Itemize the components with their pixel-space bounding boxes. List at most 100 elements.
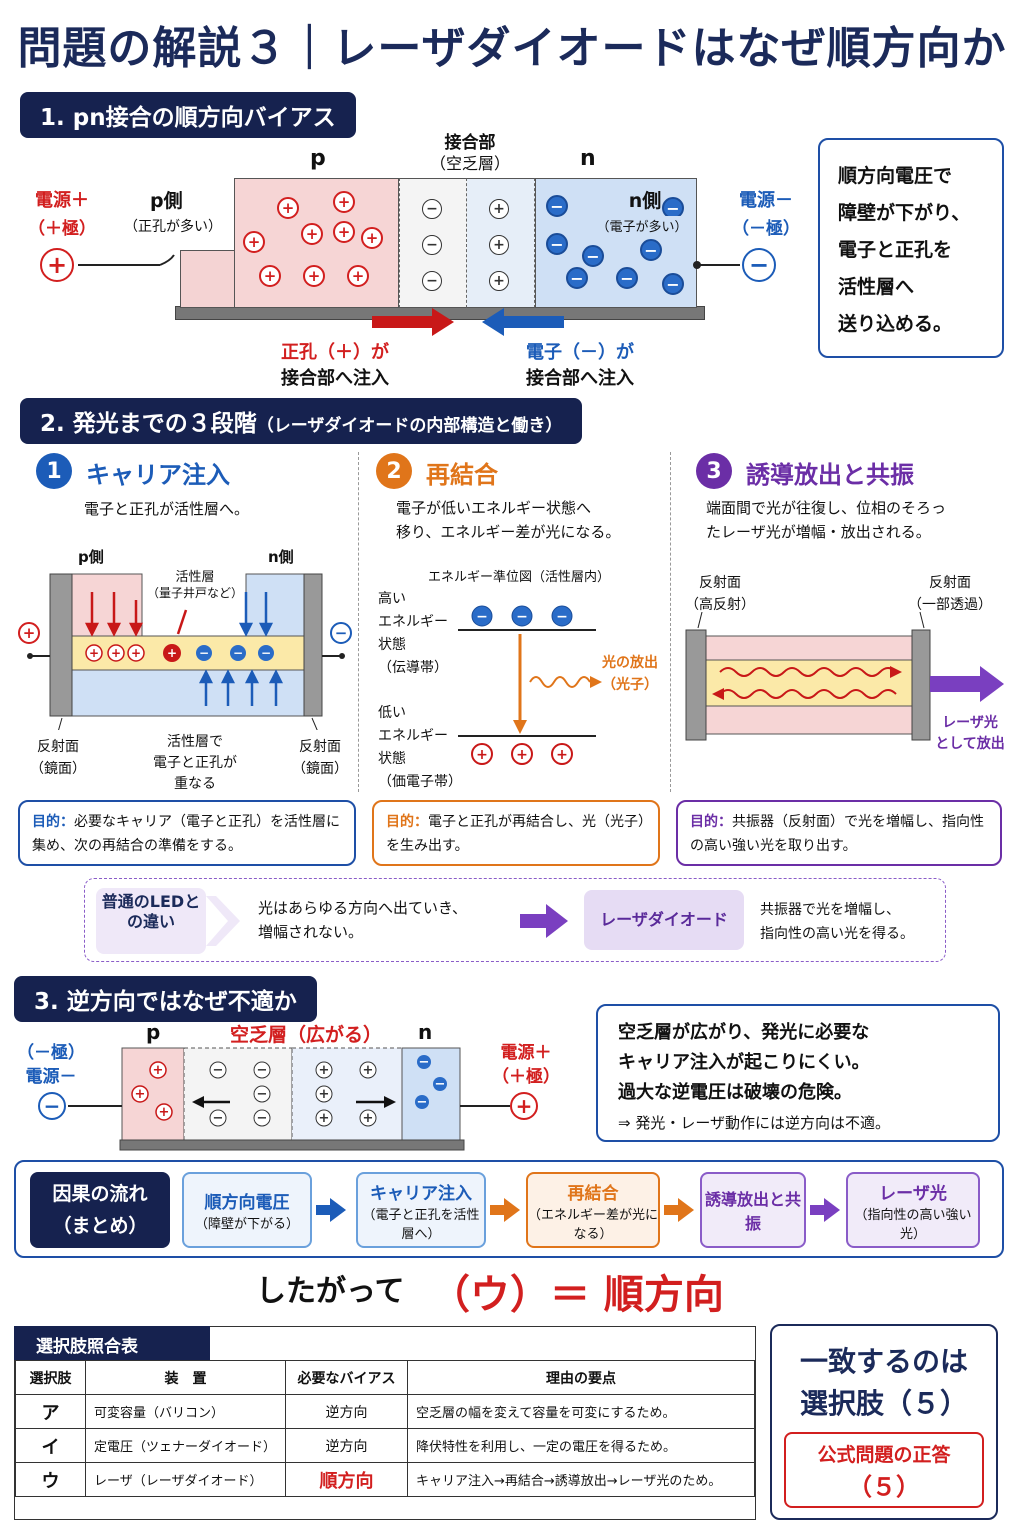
svg-text:−: −: [516, 609, 528, 625]
s3sec-src-plus2: （＋極）: [492, 1067, 560, 1087]
svg-text:+: +: [556, 747, 568, 763]
src-minus: 電源－: [739, 190, 793, 211]
s3-mirror-r: 反射面: [929, 575, 971, 591]
s1-overlap: 活性層で電子と正孔が重なる: [153, 734, 237, 792]
led-compare-box: [84, 878, 946, 962]
flow-step-3: 再結合（エネルギー差が光になる）: [526, 1172, 660, 1248]
svg-text:+: +: [319, 1063, 330, 1078]
conclusion-pre: したがって: [256, 1274, 405, 1309]
svg-text:−: −: [213, 1111, 224, 1126]
stage1-title: キャリア注入: [86, 461, 230, 489]
s1-p-side: p側: [78, 548, 104, 566]
official-answer: 公式問題の正答 （５）: [784, 1432, 984, 1508]
svg-text:+: +: [135, 1087, 146, 1102]
svg-text:+: +: [319, 1111, 330, 1126]
svg-text:−: −: [556, 609, 568, 625]
s3sec-p: p: [146, 1020, 161, 1044]
s3-out: レーザ光: [942, 715, 998, 731]
arrow-right-icon: [810, 1198, 840, 1222]
stage1-number: 1: [36, 453, 72, 489]
s1-mirror-l: 反射面: [37, 739, 79, 755]
s2-emit-sub: （光子）: [602, 677, 658, 693]
section2-header: 2. 発光までの３段階（レーザダイオードの内部構造と働き）: [20, 398, 583, 444]
svg-text:−: −: [257, 1087, 268, 1102]
s3-out-sub: として放出: [935, 736, 1005, 752]
svg-text:+: +: [153, 1063, 164, 1078]
svg-text:+: +: [159, 1105, 170, 1120]
arrow-right-icon: [316, 1198, 346, 1222]
arrow-right-icon: [520, 904, 568, 938]
ld-text: 共振器で光を増幅し、指向性の高い光を得る。: [760, 902, 914, 942]
elec-inject-1: 電子（－）が: [526, 342, 634, 363]
svg-text:−: −: [213, 1063, 224, 1078]
p-contact: [180, 250, 236, 308]
flow-step-2: キャリア注入（電子と正孔を活性層へ）: [356, 1172, 486, 1248]
depletion-plus: + + +: [467, 178, 535, 308]
stage1-desc: 電子と正孔が活性層へ。: [84, 500, 250, 518]
src-plus-sub: （＋極）: [28, 219, 96, 239]
reverse-bias-diagram: + + + − − − − − + + + + + − − −: [68, 1047, 510, 1151]
s2-goal: 目的：電子と正孔が再結合し、光（光子）を生み出す。: [372, 800, 660, 866]
s3-goal: 目的：共振器（反射面）で光を増幅し、指向性の高い強い光を取り出す。: [676, 800, 1002, 866]
table-row: イ 定電圧（ツェナーダイオード） 逆方向 降伏特性を利用し、一定の電圧を得るため…: [15, 1428, 755, 1463]
s3-mirror-r-sub: （一部透過）: [908, 597, 992, 613]
page-title: 問題の解説３｜レーザダイオードはなぜ順方向か: [17, 23, 1007, 74]
svg-text:−: −: [476, 609, 488, 625]
flow-step-1: 順方向電圧（障壁が下がる）: [182, 1172, 312, 1248]
section1-header: 1. pn接合の順方向バイアス: [20, 92, 356, 138]
s1-mirror-r-sub: （鏡面）: [292, 761, 348, 777]
answer-line1: 一致するのは: [799, 1345, 968, 1378]
arrow-right-icon: [490, 1198, 520, 1222]
s3-mirror-l: 反射面: [699, 575, 741, 591]
minus-terminal-icon: −: [742, 248, 776, 282]
table-title: 選択肢照合表: [14, 1326, 210, 1360]
s1-mirror-l-sub: （鏡面）: [30, 761, 86, 777]
p-label: p: [310, 146, 326, 171]
n-label: n: [580, 146, 596, 171]
divider-1: [358, 452, 359, 792]
svg-text:−: −: [261, 646, 271, 660]
depletion-minus: − − −: [399, 178, 467, 308]
sec3-note: 空乏層が広がり、発光に必要なキャリア注入が起こりにくい。過大な逆電圧は破壊の危険…: [596, 1004, 1000, 1142]
s2-emit: 光の放出: [602, 655, 658, 671]
flow-step-4: 誘導放出と共振: [700, 1172, 806, 1248]
sec1-note: 順方向電圧で障壁が下がり、電子と正孔を活性層へ送り込める。: [818, 138, 1004, 358]
th-device: 装 置: [85, 1360, 286, 1395]
s3sec-plus-icon: +: [510, 1092, 538, 1120]
s1-n-side: n側: [268, 548, 294, 566]
s1-plus-icon: +: [18, 622, 40, 644]
src-minus-sub: （－極）: [732, 219, 800, 239]
s3sec-src-minus2: 電源－: [25, 1067, 77, 1087]
flow-label: 因果の流れ（まとめ）: [30, 1172, 170, 1248]
s3sec-depl: 空乏層（広がる）: [230, 1024, 383, 1046]
s2-diagram-title: エネルギー準位図（活性層内）: [428, 570, 611, 585]
svg-text:+: +: [167, 646, 177, 660]
svg-text:−: −: [435, 1077, 446, 1092]
s3sec-src-minus: （－極）: [17, 1043, 85, 1063]
s3sec-src-plus: 電源＋: [500, 1043, 552, 1063]
s3-mirror-l-sub: （高反射）: [685, 597, 755, 613]
svg-text:−: −: [257, 1063, 268, 1078]
flow-box: [14, 1160, 1004, 1258]
n-region: − − − − − − − −: [535, 178, 697, 308]
table-frame: [14, 1326, 756, 1520]
n-side-label: n側: [628, 190, 662, 212]
th-reason: 理由の要点: [407, 1360, 755, 1395]
s1-active-sub: （量子井戸など）: [146, 586, 243, 600]
divider-2: [670, 452, 671, 792]
svg-text:−: −: [233, 646, 243, 660]
p-side-label: p側: [150, 190, 183, 212]
stage2-number: 2: [376, 453, 412, 489]
svg-text:−: −: [257, 1111, 268, 1126]
s1-goal: 目的：必要なキャリア（電子と正孔）を活性層に集め、次の再結合の準備をする。: [18, 800, 356, 866]
s3sec-n: n: [418, 1020, 433, 1044]
led-text: 光はあらゆる方向へ出ていき、増幅されない。: [258, 899, 467, 941]
svg-text:+: +: [111, 646, 121, 660]
hole-inject-2: 接合部へ注入: [281, 368, 389, 389]
svg-text:−: −: [199, 646, 209, 660]
s1-active: 活性層: [175, 570, 215, 585]
selection-table: 選択肢 装 置 必要なバイアス 理由の要点 ア 可変容量（バリコン） 逆方向 空…: [15, 1360, 755, 1497]
p-region: + + + + + + + + +: [234, 178, 399, 308]
resonator-diagram: [685, 612, 1004, 741]
svg-text:−: −: [417, 1095, 428, 1110]
